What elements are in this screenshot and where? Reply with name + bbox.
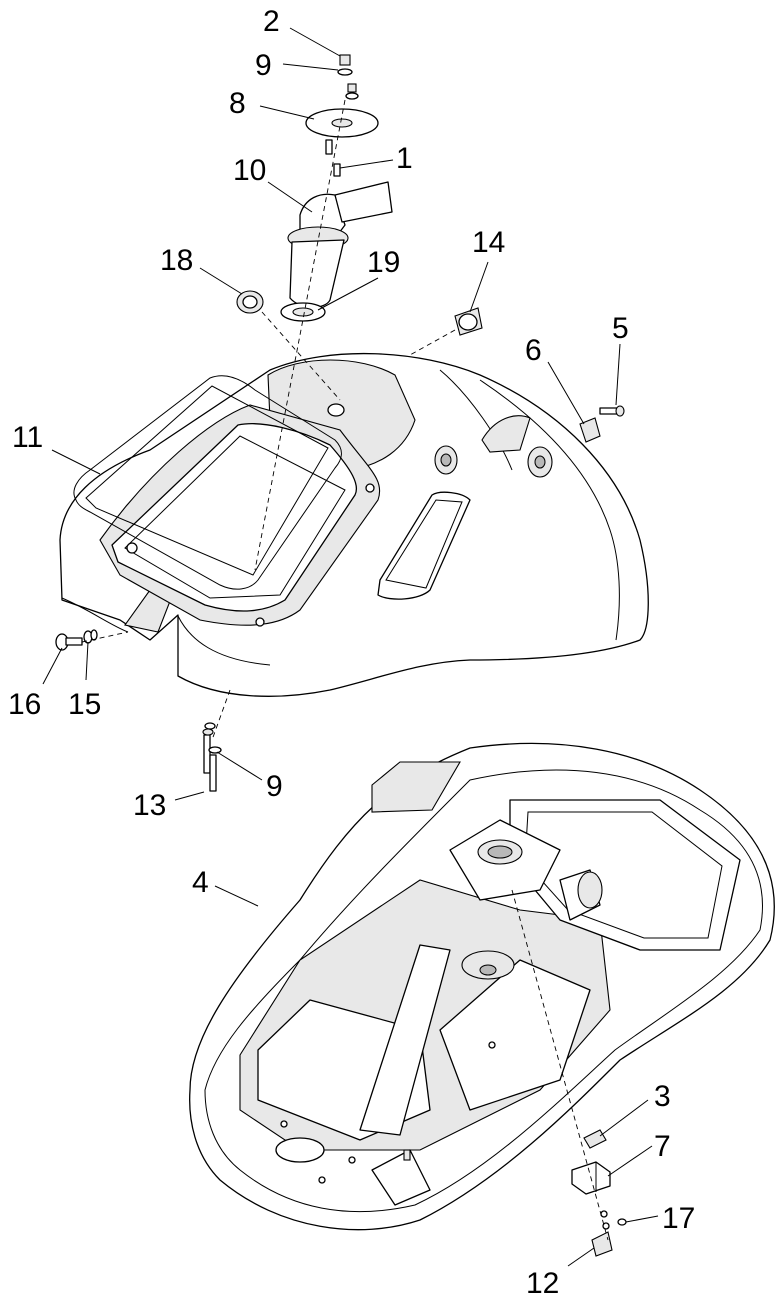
plate-3 (583, 1129, 607, 1149)
clip-6 (579, 417, 601, 443)
callout-9-top: 9 (255, 49, 272, 82)
seat-gasket-11 (73, 375, 381, 627)
callout-10: 10 (233, 154, 266, 187)
callout-13: 13 (133, 789, 166, 822)
callout-labels: 2 9 8 1 10 14 18 19 5 6 11 16 15 9 13 4 … (8, 5, 695, 1300)
callout-17: 17 (662, 1202, 695, 1235)
bolt-13 (202, 728, 217, 792)
callout-7: 7 (654, 1130, 671, 1163)
callout-2: 2 (263, 5, 280, 38)
nut-17 (617, 1218, 627, 1226)
washer-9-bottom (204, 722, 222, 754)
leader-lines (42, 27, 659, 1267)
lower-tray-4 (189, 742, 775, 1231)
callout-6: 6 (525, 334, 542, 367)
knob-14 (454, 307, 483, 336)
gasket-ring-19 (280, 302, 326, 322)
filler-neck-10 (287, 181, 393, 308)
callout-15: 15 (68, 688, 101, 721)
callout-19: 19 (367, 246, 400, 279)
fastener-12 (591, 1210, 613, 1257)
callout-8: 8 (229, 87, 246, 120)
callout-5: 5 (612, 312, 629, 345)
callout-12: 12 (526, 1267, 559, 1300)
stud-1 (325, 139, 341, 177)
nut-2 (339, 54, 351, 66)
callout-4: 4 (192, 866, 209, 899)
callout-3: 3 (654, 1080, 671, 1113)
callout-9-bottom: 9 (266, 770, 283, 803)
flange-plate-8 (305, 108, 379, 138)
callout-16: 16 (8, 688, 41, 721)
screw-5 (599, 405, 625, 417)
callout-18: 18 (160, 244, 193, 277)
washer-9-top (337, 68, 359, 100)
callout-1: 1 (396, 142, 413, 175)
grommet-18 (236, 290, 264, 314)
callout-11: 11 (12, 421, 43, 454)
bolt-16 (55, 633, 83, 651)
callout-14: 14 (472, 226, 505, 259)
assembly-axes (81, 99, 609, 1241)
